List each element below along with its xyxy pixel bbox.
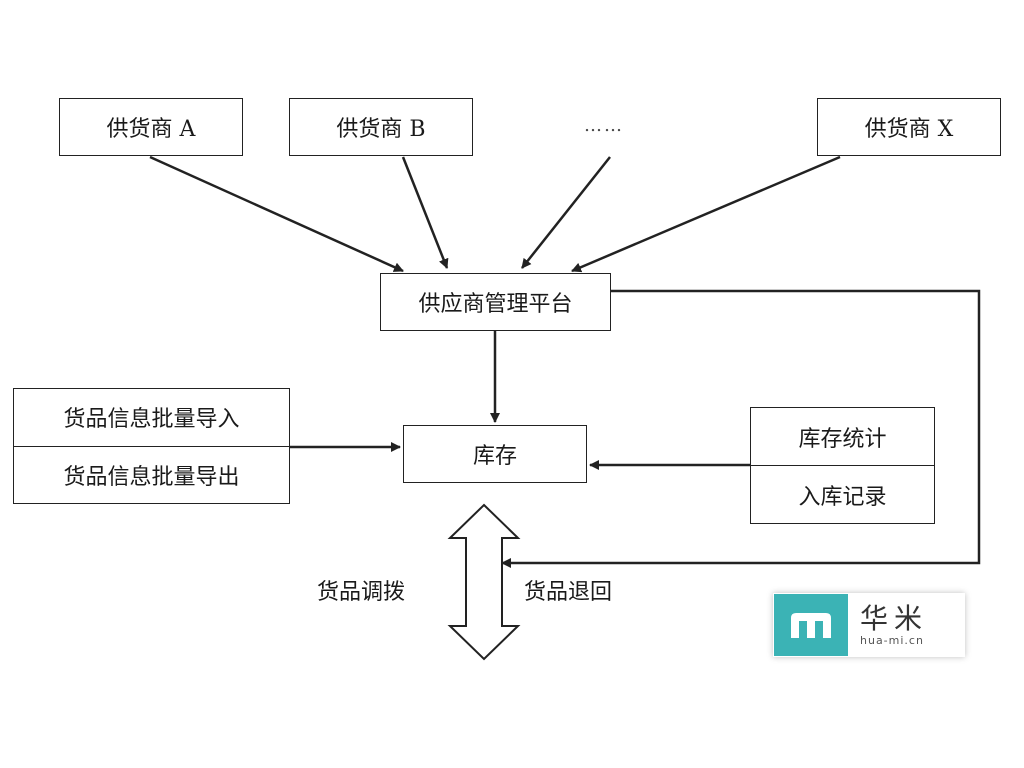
platform-label: 供应商管理平台 [418, 292, 573, 317]
huami-watermark-logo: 华米 hua-mi.cn [773, 593, 965, 657]
platform-box: 供应商管理平台 [380, 273, 611, 331]
batch-export-label: 货品信息批量导出 [14, 445, 289, 504]
double-arrow-transfer-return [447, 503, 521, 661]
arrow-supplier-x-to-platform [571, 155, 841, 273]
supplier-b-box: 供货商 B [289, 98, 473, 156]
stats-statistics-label: 库存统计 [798, 426, 887, 452]
batch-box: 货品信息批量导入 货品信息批量导出 [13, 388, 290, 504]
stats-box: 库存统计 入库记录 [750, 407, 935, 524]
supplier-x-box: 供货商 X [817, 98, 1001, 156]
supplier-x-label: 供货商 X [864, 117, 954, 142]
transfer-label: 货品调拨 [317, 580, 406, 605]
return-label: 货品退回 [524, 580, 613, 605]
stats-records-label: 入库记录 [751, 465, 934, 523]
huami-logo-icon [774, 594, 848, 656]
huami-logo-name: 华米 [860, 601, 929, 635]
arrow-supplier-a-to-platform [149, 155, 404, 273]
huami-logo-url: hua-mi.cn [860, 633, 924, 647]
supplier-b-label: 供货商 B [336, 117, 426, 142]
batch-import-label: 货品信息批量导入 [63, 407, 240, 433]
supplier-ellipsis: …… [584, 115, 624, 136]
arrow-supplier-b-to-platform [401, 156, 449, 269]
arrow-ellipsis-to-platform [521, 156, 611, 269]
inventory-box: 库存 [403, 425, 587, 483]
supplier-a-box: 供货商 A [59, 98, 243, 156]
inventory-label: 库存 [472, 444, 517, 469]
supplier-a-label: 供货商 A [106, 117, 196, 142]
arrow-platform-return-loop [501, 289, 981, 568]
huami-m-mark [791, 613, 831, 638]
